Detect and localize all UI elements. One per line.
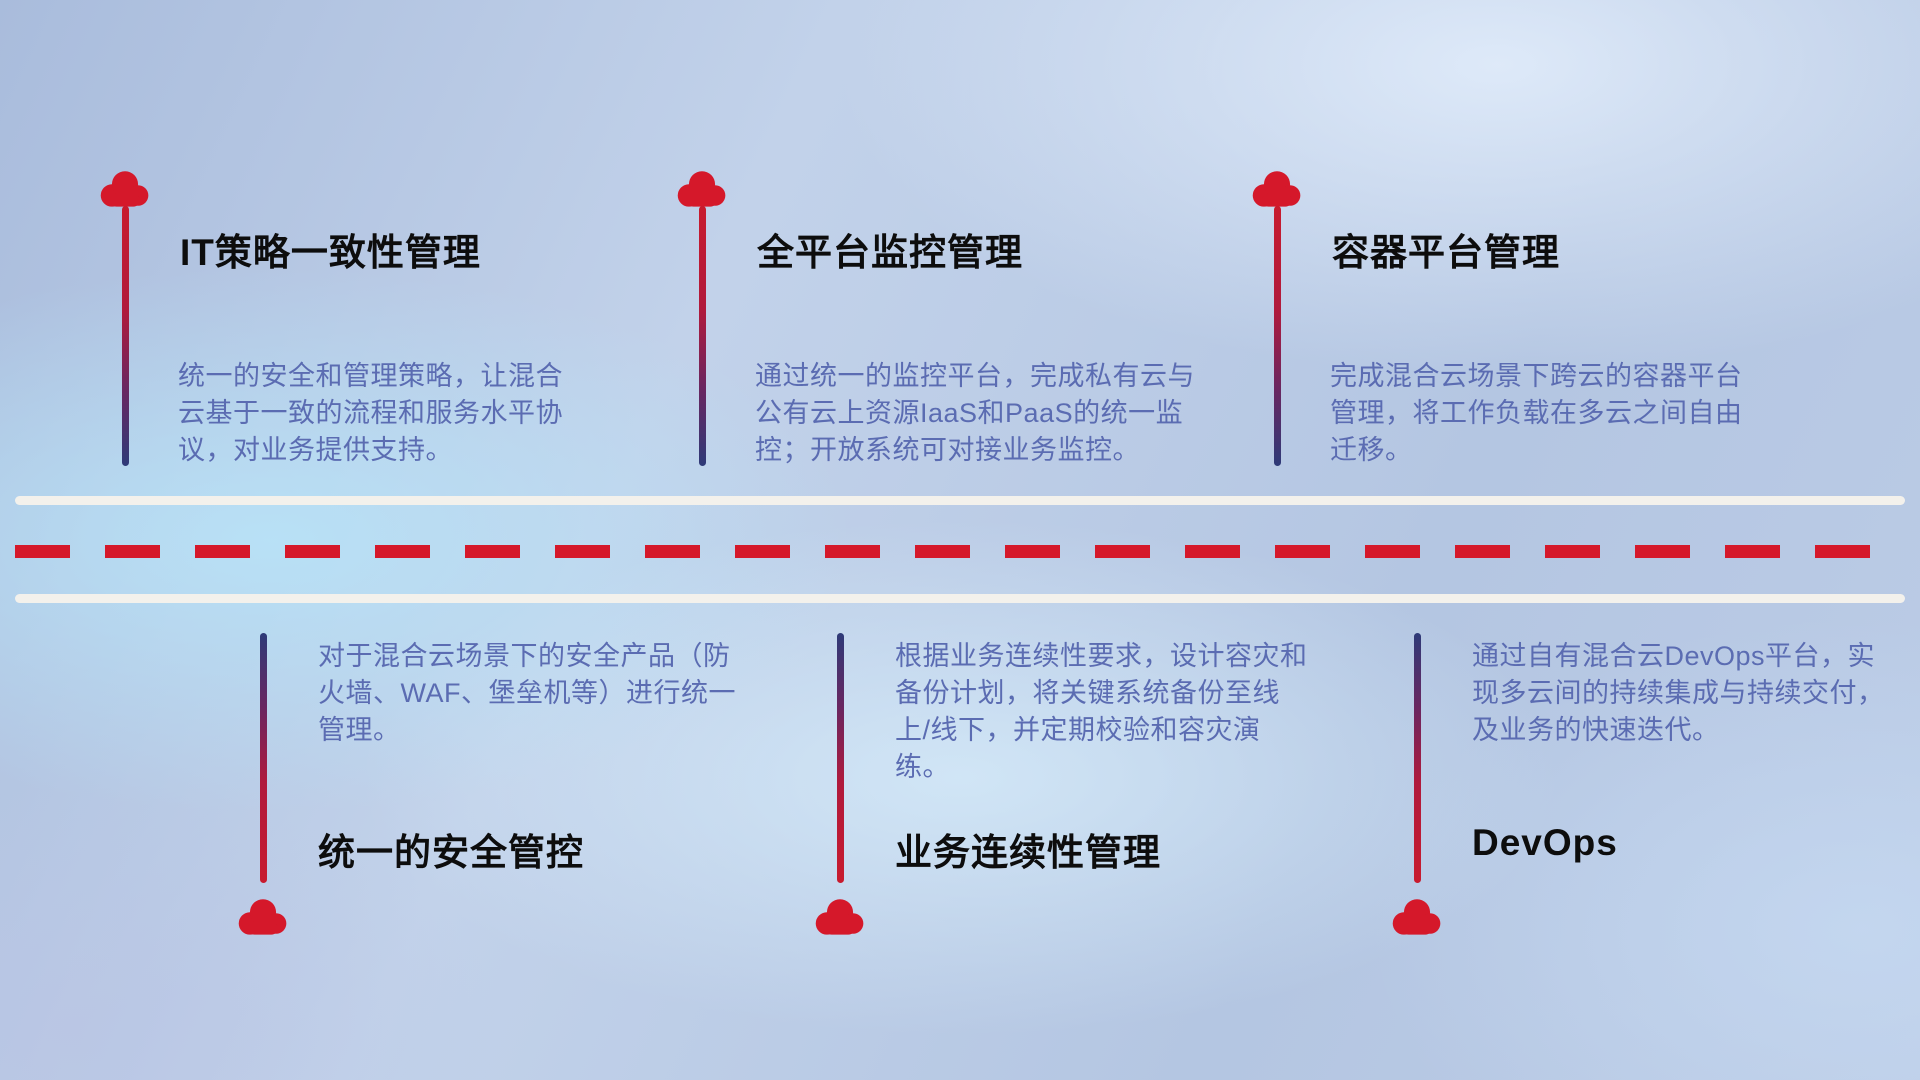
feature-description: 对于混合云场景下的安全产品（防火墙、WAF、堡垒机等）进行统一管理。 xyxy=(318,641,736,745)
cloud-icon xyxy=(1252,171,1301,207)
feature-description: 通过自有混合云DevOps平台，实现多云间的持续集成与持续交付，及业务的快速迭代… xyxy=(1472,641,1885,745)
connector-line xyxy=(260,633,267,883)
cloud-icon xyxy=(815,899,864,935)
road-bottom-line xyxy=(15,594,1905,603)
connector-line xyxy=(699,206,706,466)
feature-description: 完成混合云场景下跨云的容器平台管理，将工作负载在多云之间自由迁移。 xyxy=(1330,361,1743,465)
connector-line xyxy=(1274,206,1281,466)
connector-line xyxy=(122,206,129,466)
road-top-line xyxy=(15,496,1905,505)
feature-title: 容器平台管理 xyxy=(1332,232,1560,273)
cloud-icon xyxy=(100,171,149,207)
feature-title: 全平台监控管理 xyxy=(757,232,1023,273)
feature-description: 通过统一的监控平台，完成私有云与公有云上资源IaaS和PaaS的统一监控；开放系… xyxy=(755,361,1195,465)
cloud-icon xyxy=(238,899,287,935)
feature-title: 统一的安全管控 xyxy=(318,832,584,873)
cloud-icon xyxy=(1392,899,1441,935)
connector-line xyxy=(1414,633,1421,883)
feature-title: 业务连续性管理 xyxy=(895,832,1161,873)
feature-description: 统一的安全和管理策略，让混合云基于一致的流程和服务水平协议，对业务提供支持。 xyxy=(178,361,563,465)
road-center-dashes xyxy=(15,545,1905,558)
cloud-icon xyxy=(677,171,726,207)
feature-title: IT策略一致性管理 xyxy=(180,232,481,273)
connector-line xyxy=(837,633,844,883)
feature-description: 根据业务连续性要求，设计容灾和备份计划，将关键系统备份至线上/线下，并定期校验和… xyxy=(895,641,1308,782)
feature-title: DevOps xyxy=(1472,822,1618,863)
